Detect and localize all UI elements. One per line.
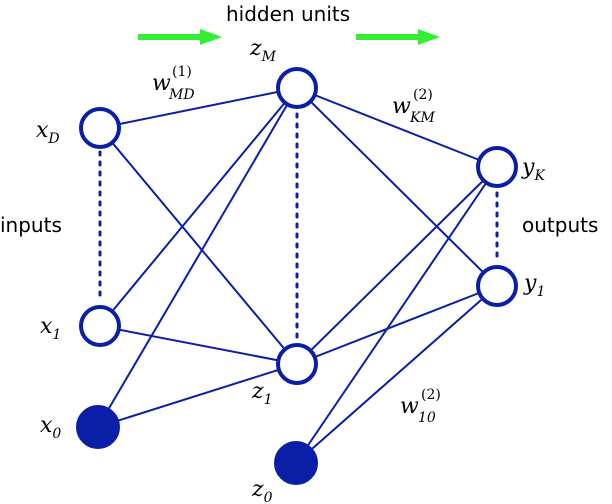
output-unit-y1: [476, 265, 518, 307]
second-layer-connections: [295, 87, 498, 464]
svg-text:w: w: [400, 394, 419, 419]
svg-text:w: w: [152, 71, 171, 96]
flow-arrow-left: [138, 29, 222, 45]
outputs-label: outputs: [522, 213, 598, 237]
svg-text:(2): (2): [421, 387, 441, 403]
svg-text:(1): (1): [172, 64, 192, 80]
node-label-zM: zM: [249, 36, 277, 65]
output-unit-yK: [476, 146, 518, 188]
input-unit-x1: [79, 305, 121, 347]
inputs-label: inputs: [0, 213, 62, 237]
node-label-z1: z1: [251, 379, 273, 408]
node-label-yK: yK: [521, 155, 546, 184]
svg-text:KM: KM: [409, 110, 435, 126]
hidden-unit-z1: [276, 343, 318, 385]
hidden-bias-unit-z0: [274, 441, 318, 485]
first-layer-connections: [97, 87, 298, 428]
input-unit-xD: [79, 107, 121, 149]
node-label-x0: x0: [40, 413, 61, 442]
svg-text:(2): (2): [413, 87, 433, 103]
hidden-unit-zM: [276, 67, 318, 109]
node-label-xD: xD: [36, 118, 60, 147]
node-label-y1: y1: [523, 271, 545, 300]
hidden-units-label: hidden units: [226, 2, 350, 26]
weight-label-w-MD-1: w (1) MD: [152, 64, 195, 103]
svg-text:10: 10: [418, 410, 436, 426]
svg-text:w: w: [392, 94, 411, 119]
node-label-x1: x1: [40, 314, 61, 343]
input-bias-unit-x0: [76, 405, 120, 449]
weight-label-w-KM-2: w (2) KM: [392, 87, 435, 126]
svg-text:MD: MD: [168, 87, 195, 103]
flow-arrow-right: [356, 29, 440, 45]
weight-label-w-10-2: w (2) 10: [400, 387, 441, 426]
node-label-z0: z0: [251, 477, 273, 504]
